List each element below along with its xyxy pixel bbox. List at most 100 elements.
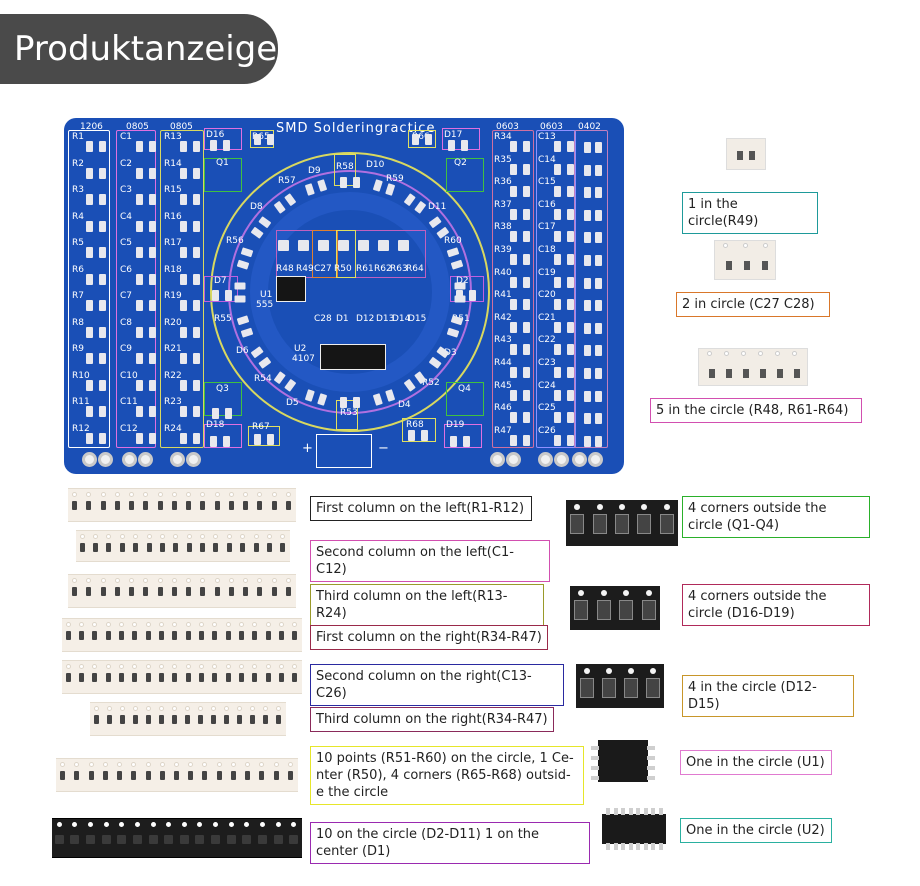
- silk-center-d13: D13: [376, 314, 395, 324]
- pad-r15: [180, 194, 200, 205]
- smd-component: [726, 369, 732, 378]
- ic-pin: [647, 746, 655, 750]
- silk-r46: R46: [494, 403, 512, 414]
- taped-component: [580, 678, 594, 698]
- taped-component: [619, 600, 634, 620]
- ic-pin: [621, 843, 625, 850]
- sprocket-hole: [119, 822, 125, 827]
- silk-r37: R37: [494, 199, 512, 210]
- pad-c11: [136, 406, 156, 417]
- silk-d10: D10: [366, 160, 385, 170]
- sprocket-hole: [119, 706, 125, 711]
- smd-component: [88, 771, 94, 780]
- pad-c7: [136, 300, 156, 311]
- smd-component: [265, 631, 271, 640]
- silk-d8: D8: [250, 202, 263, 212]
- smd-component: [214, 587, 220, 596]
- smd-component: [276, 715, 282, 724]
- pad-c26: [554, 434, 574, 446]
- taped-component: [592, 514, 607, 534]
- smd-component: [79, 673, 84, 682]
- smd-component: [157, 501, 163, 510]
- ic-pin: [613, 843, 618, 850]
- pad-c10: [136, 379, 156, 391]
- sprocket-hole: [105, 622, 111, 627]
- pad-r4: [86, 220, 106, 232]
- d19-box: [444, 424, 482, 448]
- silk-r20: R20: [164, 317, 182, 328]
- smd-component: [145, 771, 151, 780]
- ic-pin: [606, 843, 610, 850]
- sprocket-hole: [174, 762, 179, 767]
- pad-c8: [136, 326, 156, 338]
- mount-hole-3: [122, 452, 137, 467]
- smd-component: [265, 673, 271, 682]
- mount-hole-1: [82, 452, 97, 467]
- silk-c2: C2: [120, 158, 133, 169]
- label-q1-q4: 4 corners outside the circle (Q1-Q4): [682, 496, 870, 538]
- pad-c23: [554, 367, 574, 378]
- sprocket-hole: [243, 492, 249, 497]
- smd-component: [105, 631, 111, 640]
- pad-0402-7: [584, 277, 602, 289]
- silk-r57: R57: [278, 176, 296, 186]
- silk-r17: R17: [164, 238, 182, 248]
- smd-component: [271, 587, 277, 596]
- sprocket-hole: [275, 822, 281, 827]
- pad-0402-13: [584, 413, 602, 425]
- smd-component: [171, 501, 177, 510]
- sprocket-hole: [60, 762, 66, 767]
- sprocket-hole: [578, 590, 585, 596]
- pad-c14: [554, 163, 574, 175]
- smd-component: [132, 631, 138, 640]
- taped-component: [570, 514, 585, 534]
- sprocket-hole: [79, 622, 84, 627]
- corner-pad-9: [450, 436, 470, 447]
- strip-r34-r47-a: [62, 618, 302, 652]
- silk-center-4107: 4107: [292, 354, 315, 364]
- mount-hole-9: [538, 452, 553, 467]
- silk-d17: D17: [444, 130, 463, 140]
- sprocket-hole: [159, 534, 165, 539]
- q1-box: [204, 158, 242, 192]
- header-0603-b: 0603: [540, 122, 563, 132]
- silk-r35: R35: [494, 154, 512, 165]
- pad-r40: [510, 276, 530, 288]
- pad-0402-6: [584, 255, 602, 266]
- pad-c5: [136, 247, 156, 258]
- silk-c22: C22: [538, 335, 556, 346]
- corner-pad-2: [254, 134, 274, 145]
- smd-component: [72, 587, 78, 596]
- sprocket-hole: [129, 492, 135, 497]
- silk-c26: C26: [538, 425, 556, 436]
- sprocket-hole: [86, 578, 92, 583]
- ic-pin: [658, 808, 663, 815]
- ic-pin: [636, 843, 640, 850]
- smd-component: [79, 543, 85, 552]
- sprocket-hole: [131, 762, 137, 767]
- center-vpad-1: [278, 240, 289, 260]
- silk-r13: R13: [164, 132, 182, 142]
- label-d12-d15: 4 in the circle (D12-D15): [682, 675, 854, 717]
- pad-r11: [86, 406, 106, 417]
- pad-r45: [510, 389, 530, 401]
- pad-c20: [554, 299, 574, 311]
- silk-center-r62: R62: [374, 264, 392, 274]
- smd-component: [200, 543, 206, 552]
- sprocket-hole: [114, 578, 120, 583]
- silk-center-r49: R49: [296, 264, 314, 274]
- silk-r68: R68: [406, 420, 424, 430]
- silk-c5: C5: [120, 238, 133, 248]
- smd-component: [119, 631, 124, 640]
- sprocket-hole: [171, 492, 177, 497]
- sprocket-hole: [291, 822, 297, 827]
- sprocket-hole: [186, 492, 192, 497]
- silk-center-d12: D12: [356, 314, 375, 324]
- silk-c20: C20: [538, 290, 556, 301]
- header-0402: 0402: [578, 122, 601, 132]
- sprocket-hole: [574, 504, 581, 510]
- sprocket-hole: [226, 534, 232, 539]
- mount-hole-7: [490, 452, 505, 467]
- sprocket-hole: [623, 590, 630, 596]
- sprocket-hole: [213, 822, 219, 827]
